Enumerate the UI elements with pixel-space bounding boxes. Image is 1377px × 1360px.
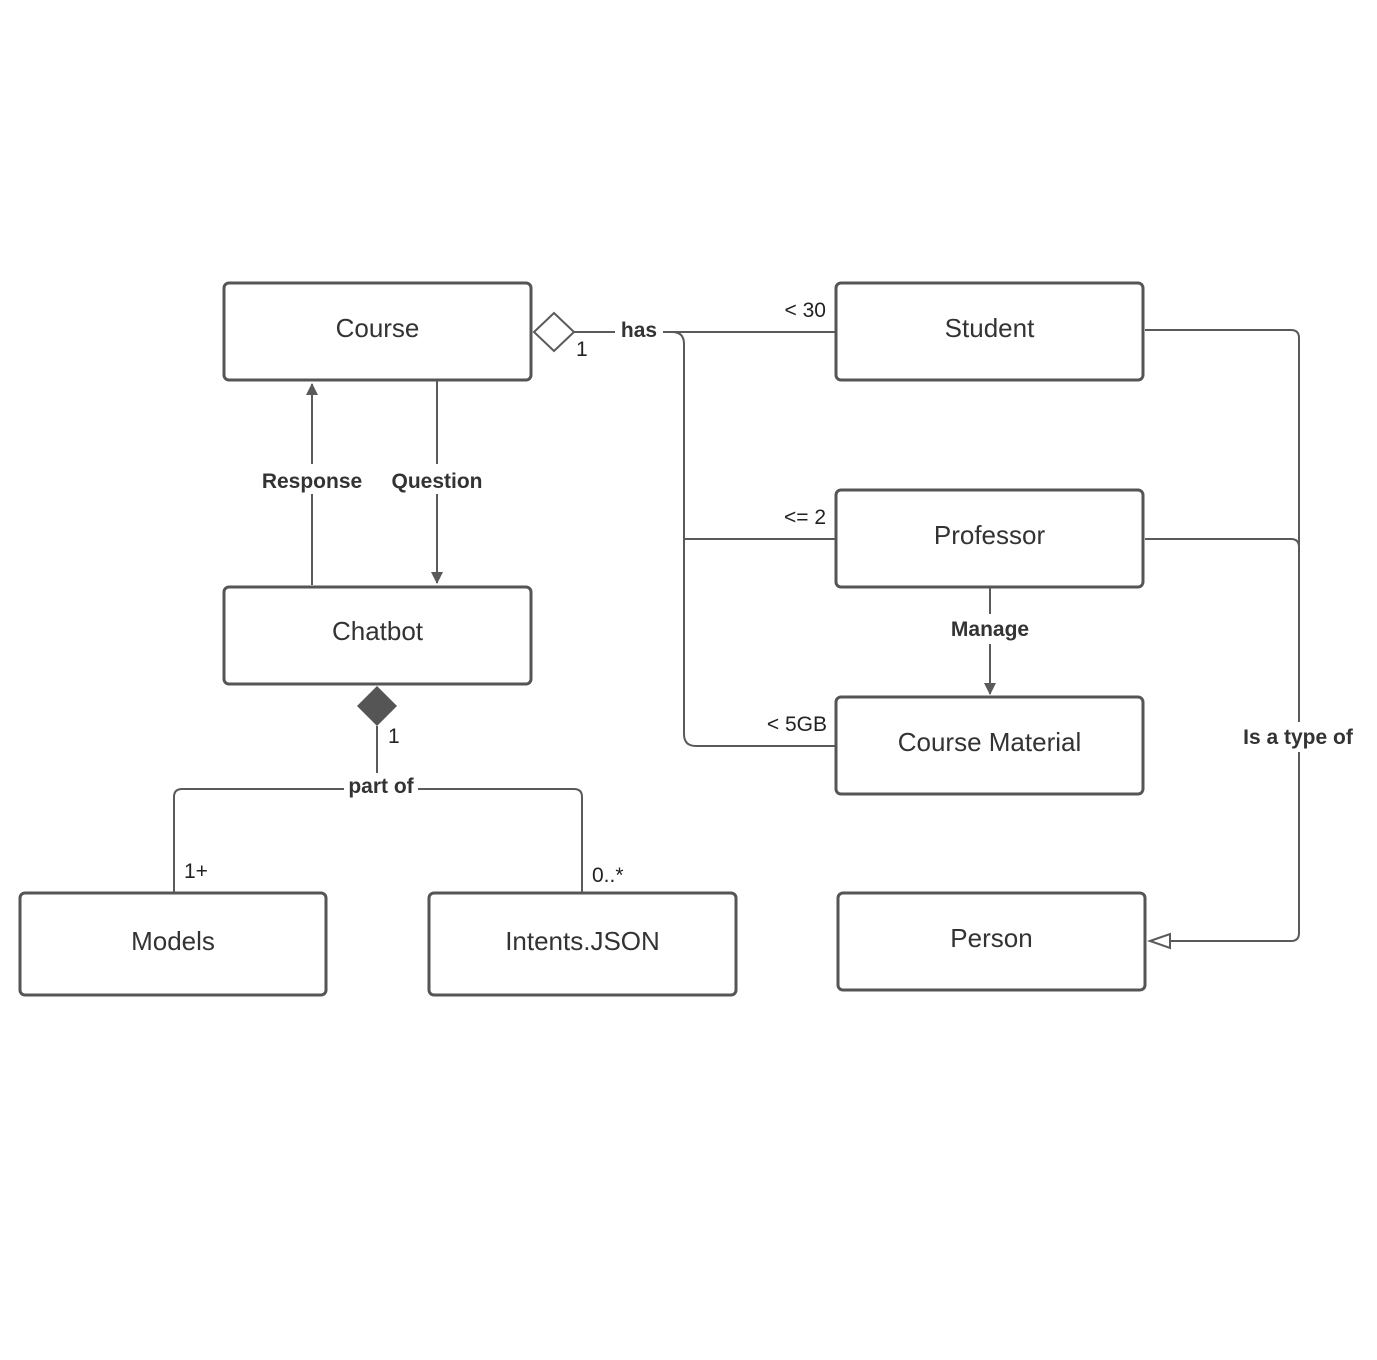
- has-label: has: [621, 319, 657, 342]
- class-intents-json[interactable]: Intents.JSON: [427, 891, 738, 997]
- class-person-label: Person: [950, 923, 1032, 953]
- is-a-type-of-label: Is a type of: [1243, 726, 1354, 749]
- student-multiplicity: < 30: [785, 299, 826, 322]
- professor-multiplicity: <= 2: [784, 506, 826, 529]
- class-chatbot[interactable]: Chatbot: [222, 585, 533, 686]
- intents-multiplicity: 0..*: [592, 864, 624, 887]
- class-student-label: Student: [945, 313, 1035, 343]
- class-course-material[interactable]: Course Material: [834, 695, 1145, 796]
- class-chatbot-label: Chatbot: [332, 616, 424, 646]
- chatbot-part-of-multiplicity: 1: [388, 725, 400, 748]
- question-label: Question: [391, 470, 482, 493]
- aggregation-diamond-icon: [532, 311, 576, 353]
- course-has-multiplicity: 1: [576, 338, 588, 361]
- generalization-arrow-icon: [1146, 932, 1171, 950]
- class-course-label: Course: [336, 313, 420, 343]
- class-models[interactable]: Models: [18, 891, 328, 997]
- class-student[interactable]: Student: [834, 281, 1145, 382]
- composition-diamond-icon: [357, 686, 397, 726]
- class-course-material-label: Course Material: [898, 727, 1082, 757]
- class-course[interactable]: Course: [222, 281, 533, 382]
- class-intents-json-label: Intents.JSON: [505, 926, 660, 956]
- class-professor[interactable]: Professor: [834, 488, 1145, 589]
- class-models-label: Models: [131, 926, 215, 956]
- class-professor-label: Professor: [934, 520, 1046, 550]
- course-material-multiplicity: < 5GB: [767, 713, 827, 736]
- models-multiplicity: 1+: [184, 860, 208, 883]
- part-of-label: part of: [348, 775, 414, 798]
- generalization[interactable]: [1145, 329, 1300, 950]
- response-label: Response: [262, 470, 362, 493]
- class-person[interactable]: Person: [836, 891, 1147, 992]
- has-association[interactable]: [532, 311, 836, 747]
- manage-label: Manage: [951, 618, 1029, 641]
